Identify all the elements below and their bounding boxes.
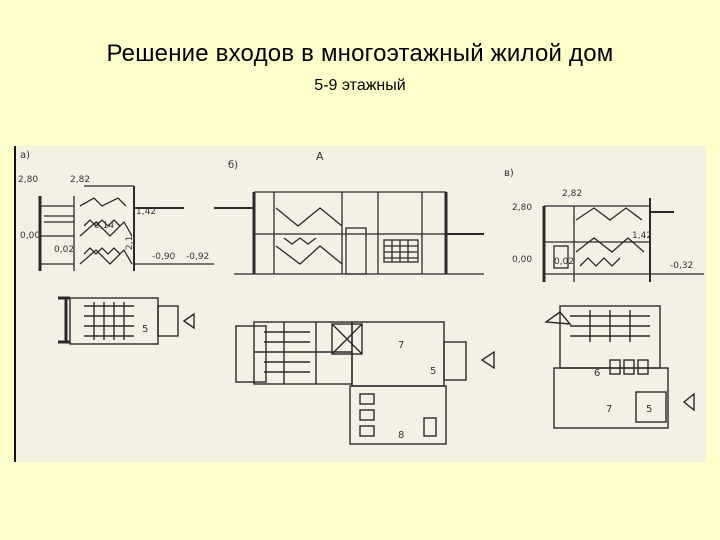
variant-v-label: в): [504, 168, 514, 179]
variant-b-label: б): [228, 160, 238, 171]
slide-subtitle: 5-9 этажный: [314, 77, 406, 94]
dim-label: 0,02: [554, 257, 574, 267]
plan-a: [58, 296, 195, 345]
plan-v: [544, 305, 695, 429]
dim-label: 1,42: [632, 231, 652, 241]
dim-label: -0,92: [186, 252, 209, 262]
dim-label: 2,80: [18, 175, 38, 185]
dim-label: 0,00: [20, 231, 40, 241]
slide-title: Решение входов в многоэтажный жилой дом: [106, 40, 614, 67]
dim-label: 2,82: [562, 189, 582, 199]
dim-label: 0,00: [512, 255, 532, 265]
dim-label: 2,1: [125, 236, 135, 250]
section-v: [542, 198, 704, 282]
room-number: 8: [398, 430, 404, 441]
plan-b: [235, 321, 495, 445]
section-mark: А: [316, 150, 324, 163]
room-number: 5: [430, 366, 436, 377]
dim-label: 1,42: [136, 207, 156, 217]
dim-label: 0,02: [54, 245, 74, 255]
dim-label: 2,82: [70, 175, 90, 185]
dim-label: 0,14: [94, 221, 114, 231]
room-number: 5: [646, 404, 652, 415]
dim-label: 2,80: [512, 203, 532, 213]
room-number: 5: [142, 324, 148, 335]
section-a: [38, 185, 214, 271]
dim-label: -0,90: [152, 252, 176, 262]
room-number: 7: [398, 340, 404, 351]
architectural-drawing: а) 2,80 2,82 1,42 0,14 0,00 0,02 2,1 -0,…: [14, 146, 706, 462]
room-number: 7: [606, 404, 612, 415]
section-b: [214, 191, 484, 275]
variant-a-label: а): [20, 150, 30, 161]
room-number: 6: [594, 368, 600, 379]
dim-label: -0,32: [670, 261, 693, 271]
